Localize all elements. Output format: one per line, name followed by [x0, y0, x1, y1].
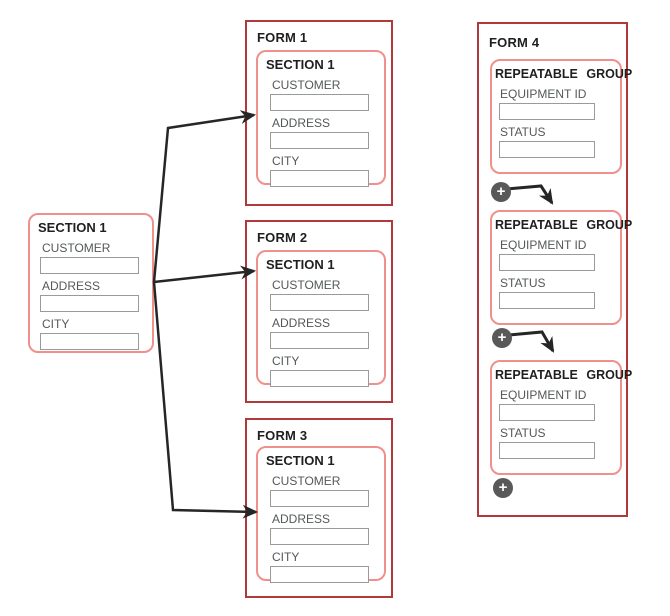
form-field: STATUS: [499, 276, 620, 309]
plus-icon: +: [496, 183, 506, 200]
add-group-button[interactable]: +: [492, 328, 512, 348]
form-field: CITY: [40, 317, 152, 350]
group-title: REPEATABLE GROUP: [495, 368, 633, 382]
add-group-button[interactable]: +: [491, 182, 511, 202]
form-field: ADDRESS: [270, 116, 384, 149]
add-group-button[interactable]: +: [493, 478, 513, 498]
customer-input[interactable]: [40, 257, 139, 274]
arrow-section1-to-form3: [152, 281, 259, 519]
field-label: CUSTOMER: [272, 474, 341, 488]
section-box: SECTION 1 CUSTOMER ADDRESS CITY: [256, 446, 386, 583]
form-3-box: FORM 3 SECTION 1 CUSTOMER ADDRESS CITY: [245, 418, 393, 598]
field-label: STATUS: [500, 426, 546, 440]
form-field: CUSTOMER: [270, 78, 384, 111]
field-label: EQUIPMENT ID: [500, 238, 587, 252]
form-field: EQUIPMENT ID: [499, 87, 620, 120]
form-field: EQUIPMENT ID: [499, 238, 620, 271]
address-input[interactable]: [270, 132, 369, 149]
repeatable-group-1: REPEATABLE GROUP EQUIPMENT ID STATUS: [490, 59, 633, 174]
customer-input[interactable]: [270, 294, 369, 311]
field-label: CITY: [272, 154, 300, 168]
customer-input[interactable]: [270, 94, 369, 111]
field-label: STATUS: [500, 125, 546, 139]
repeatable-group-3: REPEATABLE GROUP EQUIPMENT ID STATUS: [490, 360, 633, 475]
form-2-box: FORM 2 SECTION 1 CUSTOMER ADDRESS CITY: [245, 220, 393, 403]
arrow-section1-to-form2: [153, 265, 257, 284]
field-label: EQUIPMENT ID: [500, 87, 587, 101]
form-field: STATUS: [499, 426, 620, 459]
section-title: SECTION 1: [38, 220, 107, 235]
customer-input[interactable]: [270, 490, 369, 507]
status-input[interactable]: [499, 141, 595, 158]
form-field: CUSTOMER: [270, 278, 384, 311]
status-input[interactable]: [499, 442, 595, 459]
field-label: CITY: [42, 317, 70, 331]
form-field: STATUS: [499, 125, 620, 158]
form-field: CUSTOMER: [270, 474, 384, 507]
city-input[interactable]: [40, 333, 139, 350]
address-input[interactable]: [270, 528, 369, 545]
section-box: SECTION 1 CUSTOMER ADDRESS CITY: [256, 250, 386, 387]
field-label: CUSTOMER: [42, 241, 111, 255]
field-label: EQUIPMENT ID: [500, 388, 587, 402]
form-field: EQUIPMENT ID: [499, 388, 620, 421]
form-field: ADDRESS: [270, 316, 384, 349]
plus-icon: +: [497, 329, 507, 346]
field-label: CITY: [272, 354, 300, 368]
equipment-id-input[interactable]: [499, 254, 595, 271]
section-title: SECTION 1: [266, 453, 335, 468]
form-field: CITY: [270, 154, 384, 187]
group-title: REPEATABLE GROUP: [495, 67, 633, 81]
section-box: SECTION 1 CUSTOMER ADDRESS CITY: [256, 50, 386, 187]
repeatable-group-2: REPEATABLE GROUP EQUIPMENT ID STATUS: [490, 210, 633, 325]
source-section-box: SECTION 1 CUSTOMER ADDRESS CITY: [28, 213, 154, 353]
form-title: FORM 3: [257, 428, 308, 443]
form-field: ADDRESS: [270, 512, 384, 545]
field-label: STATUS: [500, 276, 546, 290]
section-title: SECTION 1: [266, 257, 335, 272]
equipment-id-input[interactable]: [499, 103, 595, 120]
address-input[interactable]: [270, 332, 369, 349]
group-title: REPEATABLE GROUP: [495, 218, 633, 232]
field-label: ADDRESS: [272, 512, 331, 526]
form-4-box: FORM 4 REPEATABLE GROUP EQUIPMENT ID STA…: [477, 22, 633, 517]
field-label: ADDRESS: [272, 316, 331, 330]
city-input[interactable]: [270, 170, 369, 187]
form-1-box: FORM 1 SECTION 1 CUSTOMER ADDRESS CITY: [245, 20, 393, 206]
form-field: CITY: [270, 550, 384, 583]
city-input[interactable]: [270, 566, 369, 583]
equipment-id-input[interactable]: [499, 404, 595, 421]
form-field: ADDRESS: [40, 279, 152, 312]
form-field: CUSTOMER: [40, 241, 152, 274]
field-label: CUSTOMER: [272, 278, 341, 292]
form-title: FORM 2: [257, 230, 308, 245]
city-input[interactable]: [270, 370, 369, 387]
form-title: FORM 4: [489, 35, 540, 50]
address-input[interactable]: [40, 295, 139, 312]
arrow-section1-to-form1: [152, 110, 257, 283]
status-input[interactable]: [499, 292, 595, 309]
field-label: CITY: [272, 550, 300, 564]
field-label: ADDRESS: [272, 116, 331, 130]
form-field: CITY: [270, 354, 384, 387]
field-label: ADDRESS: [42, 279, 101, 293]
section-title: SECTION 1: [266, 57, 335, 72]
field-label: CUSTOMER: [272, 78, 341, 92]
plus-icon: +: [498, 479, 508, 496]
form-title: FORM 1: [257, 30, 308, 45]
